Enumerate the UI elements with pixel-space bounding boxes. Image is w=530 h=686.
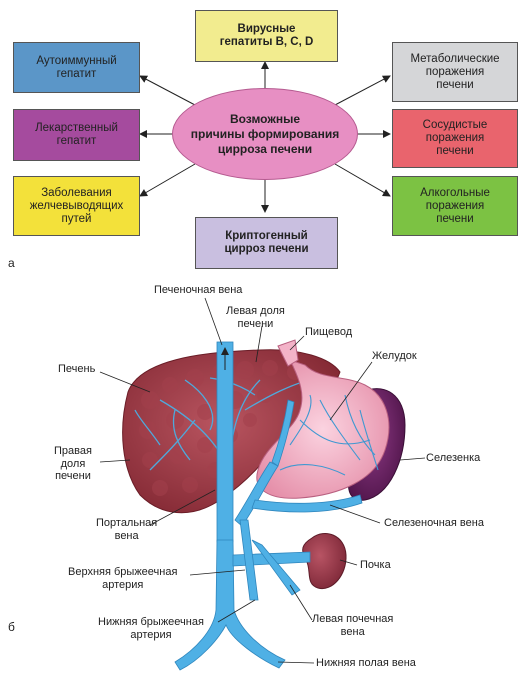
cause-autoimmune-line1: Аутоиммунный: [36, 54, 117, 67]
cause-metabolic-line3: печени: [436, 78, 474, 91]
stomach-shape: [256, 359, 390, 499]
label-superior-mesenteric-line2: артерия: [102, 578, 144, 591]
label-liver: Печень: [58, 363, 96, 375]
cause-alcoholic-line2: поражения: [425, 199, 485, 212]
cause-drug-line2: гепатит: [56, 135, 97, 147]
cause-cryptogenic-line2: цирроз печени: [224, 243, 309, 255]
label-left-lobe-line2: печени: [237, 317, 274, 330]
center-line2: причины формирования: [190, 126, 340, 141]
cause-biliary-line3: путей: [61, 212, 92, 225]
label-right-lobe-line2: доля: [60, 457, 86, 470]
cause-drug-line1: Лекарственный: [35, 122, 118, 134]
cause-viral-line1: Вирусные: [237, 23, 296, 35]
label-portal-vein-line2: вена: [114, 529, 139, 542]
label-kidney: Почка: [360, 559, 391, 571]
label-right-lobe-line1: Правая: [54, 445, 92, 457]
center-line3: цирроза печени: [217, 141, 313, 156]
label-left-renal-vein-line2: вена: [340, 625, 365, 638]
cause-alcoholic-line3: печени: [436, 212, 474, 225]
label-inferior-mesenteric-line2: артерия: [130, 628, 172, 641]
cause-metabolic-line2: поражения: [425, 65, 485, 78]
label-superior-mesenteric-line1: Верхняя брыжеечная: [68, 566, 178, 578]
panel-letter-a: а: [8, 256, 15, 270]
cause-biliary-line1: Заболевания: [41, 186, 112, 199]
cause-arrows: [139, 61, 391, 213]
cause-viral-line2: гепатиты B, C, D: [219, 36, 314, 48]
cause-vascular-line3: печени: [436, 145, 474, 157]
cause-biliary-line2: желчевыводящих: [29, 199, 124, 212]
label-inferior-mesenteric-line1: Нижняя брыжеечная: [98, 616, 204, 628]
label-left-lobe-line1: Левая доля: [226, 305, 285, 317]
cause-alcoholic-line1: Алкогольные: [420, 186, 490, 199]
label-esophagus: Пищевод: [305, 326, 353, 338]
cause-cryptogenic-line1: Криптогенный: [225, 230, 308, 242]
label-spleen: Селезенка: [426, 452, 481, 464]
label-portal-vein-line1: Портальная: [96, 517, 158, 529]
label-ivc: Нижняя полая вена: [316, 657, 416, 669]
label-stomach: Желудок: [372, 350, 417, 362]
panel-letter-b: б: [8, 620, 15, 634]
label-splenic-vein: Селезеночная вена: [384, 517, 484, 529]
anatomy-illustration: [99, 297, 426, 671]
cause-vascular-line2: поражения: [425, 132, 485, 144]
label-left-renal-vein-line1: Левая почечная: [312, 613, 394, 625]
label-right-lobe-line3: печени: [55, 470, 91, 482]
center-line1: Возможные: [229, 111, 301, 126]
cause-autoimmune-line2: гепатит: [56, 67, 97, 80]
cause-metabolic-line1: Метаболические: [410, 52, 500, 65]
label-hepatic-vein: Печеночная вена: [154, 284, 243, 296]
cause-vascular-line1: Сосудистые: [422, 119, 488, 131]
